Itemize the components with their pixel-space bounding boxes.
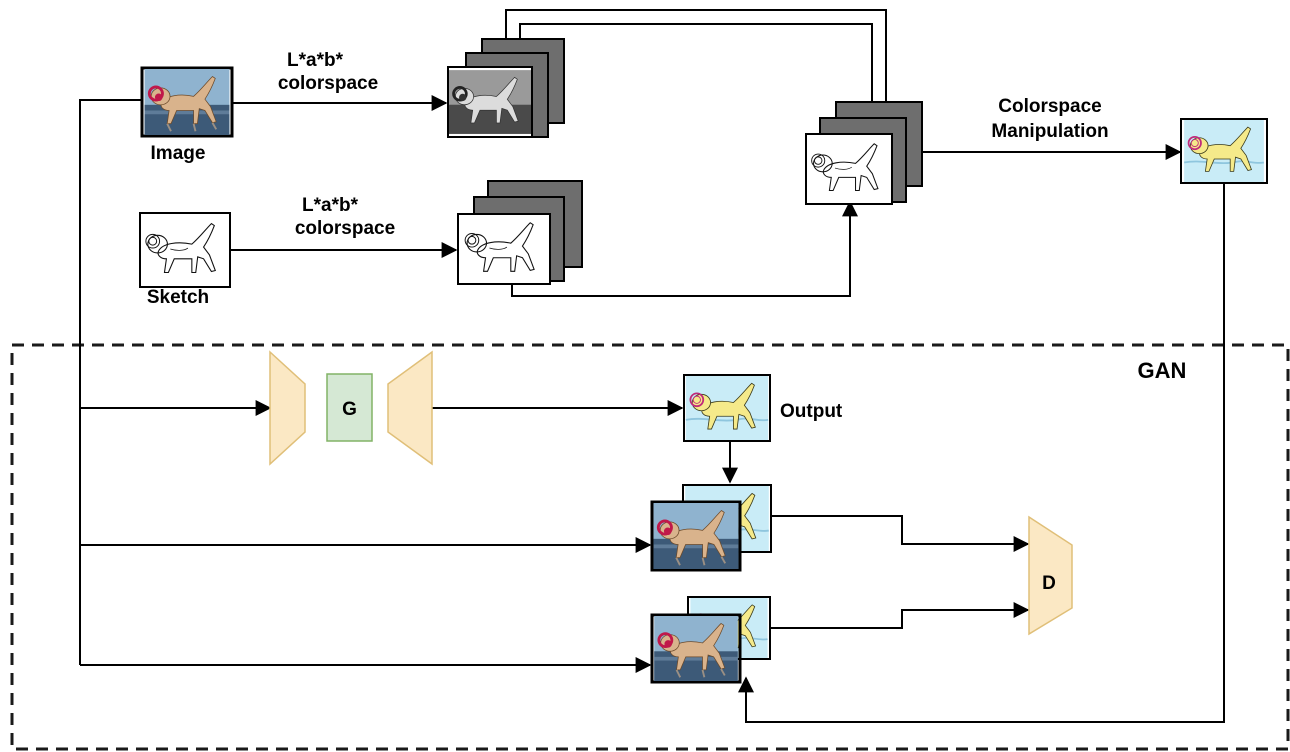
decoder-trapezoid (387, 350, 433, 466)
colorspace-manipulation-stack (805, 101, 923, 205)
sketch-label: Sketch (147, 287, 209, 308)
generator-output-image (683, 374, 771, 442)
generator-block (269, 350, 433, 466)
lab-image-label-line1: L*a*b* (287, 50, 344, 71)
image-label: Image (151, 143, 206, 164)
output-label: Output (780, 401, 843, 422)
connectors (79, 9, 1225, 723)
input-sketch (139, 212, 231, 288)
image-lab-channel-stack (447, 38, 565, 138)
dog-recolored-icon (685, 376, 769, 440)
recolored-target-image (1180, 118, 1268, 184)
lab-image-label-line2: colorspace (278, 73, 378, 94)
dog-photo-icon (143, 69, 231, 135)
dog-sketch-icon (459, 215, 549, 283)
lab-sketch-label-line1: L*a*b* (302, 195, 359, 216)
dog-sketch-icon (807, 135, 891, 203)
input-image (140, 66, 234, 138)
manipulation-label-line1: Colorspace (998, 96, 1101, 117)
sketch-lab-channel-stack (457, 180, 583, 285)
dog-photo-icon (653, 616, 739, 681)
discriminator-block (1028, 515, 1073, 636)
dog-grayscale-icon (449, 68, 531, 136)
generator-core (326, 373, 373, 442)
encoder-trapezoid (269, 350, 306, 466)
lab-sketch-label-line2: colorspace (295, 218, 395, 239)
generator-label: G (342, 399, 357, 420)
dog-sketch-icon (141, 215, 229, 285)
fake-pair (650, 484, 772, 572)
real-pair (650, 596, 771, 684)
gan-label: GAN (1138, 358, 1187, 383)
dog-recolored-icon (1183, 120, 1265, 182)
manipulation-label-line2: Manipulation (991, 121, 1108, 142)
gan-region (10, 343, 1290, 751)
discriminator-label: D (1042, 573, 1056, 594)
dog-photo-icon (653, 503, 739, 569)
